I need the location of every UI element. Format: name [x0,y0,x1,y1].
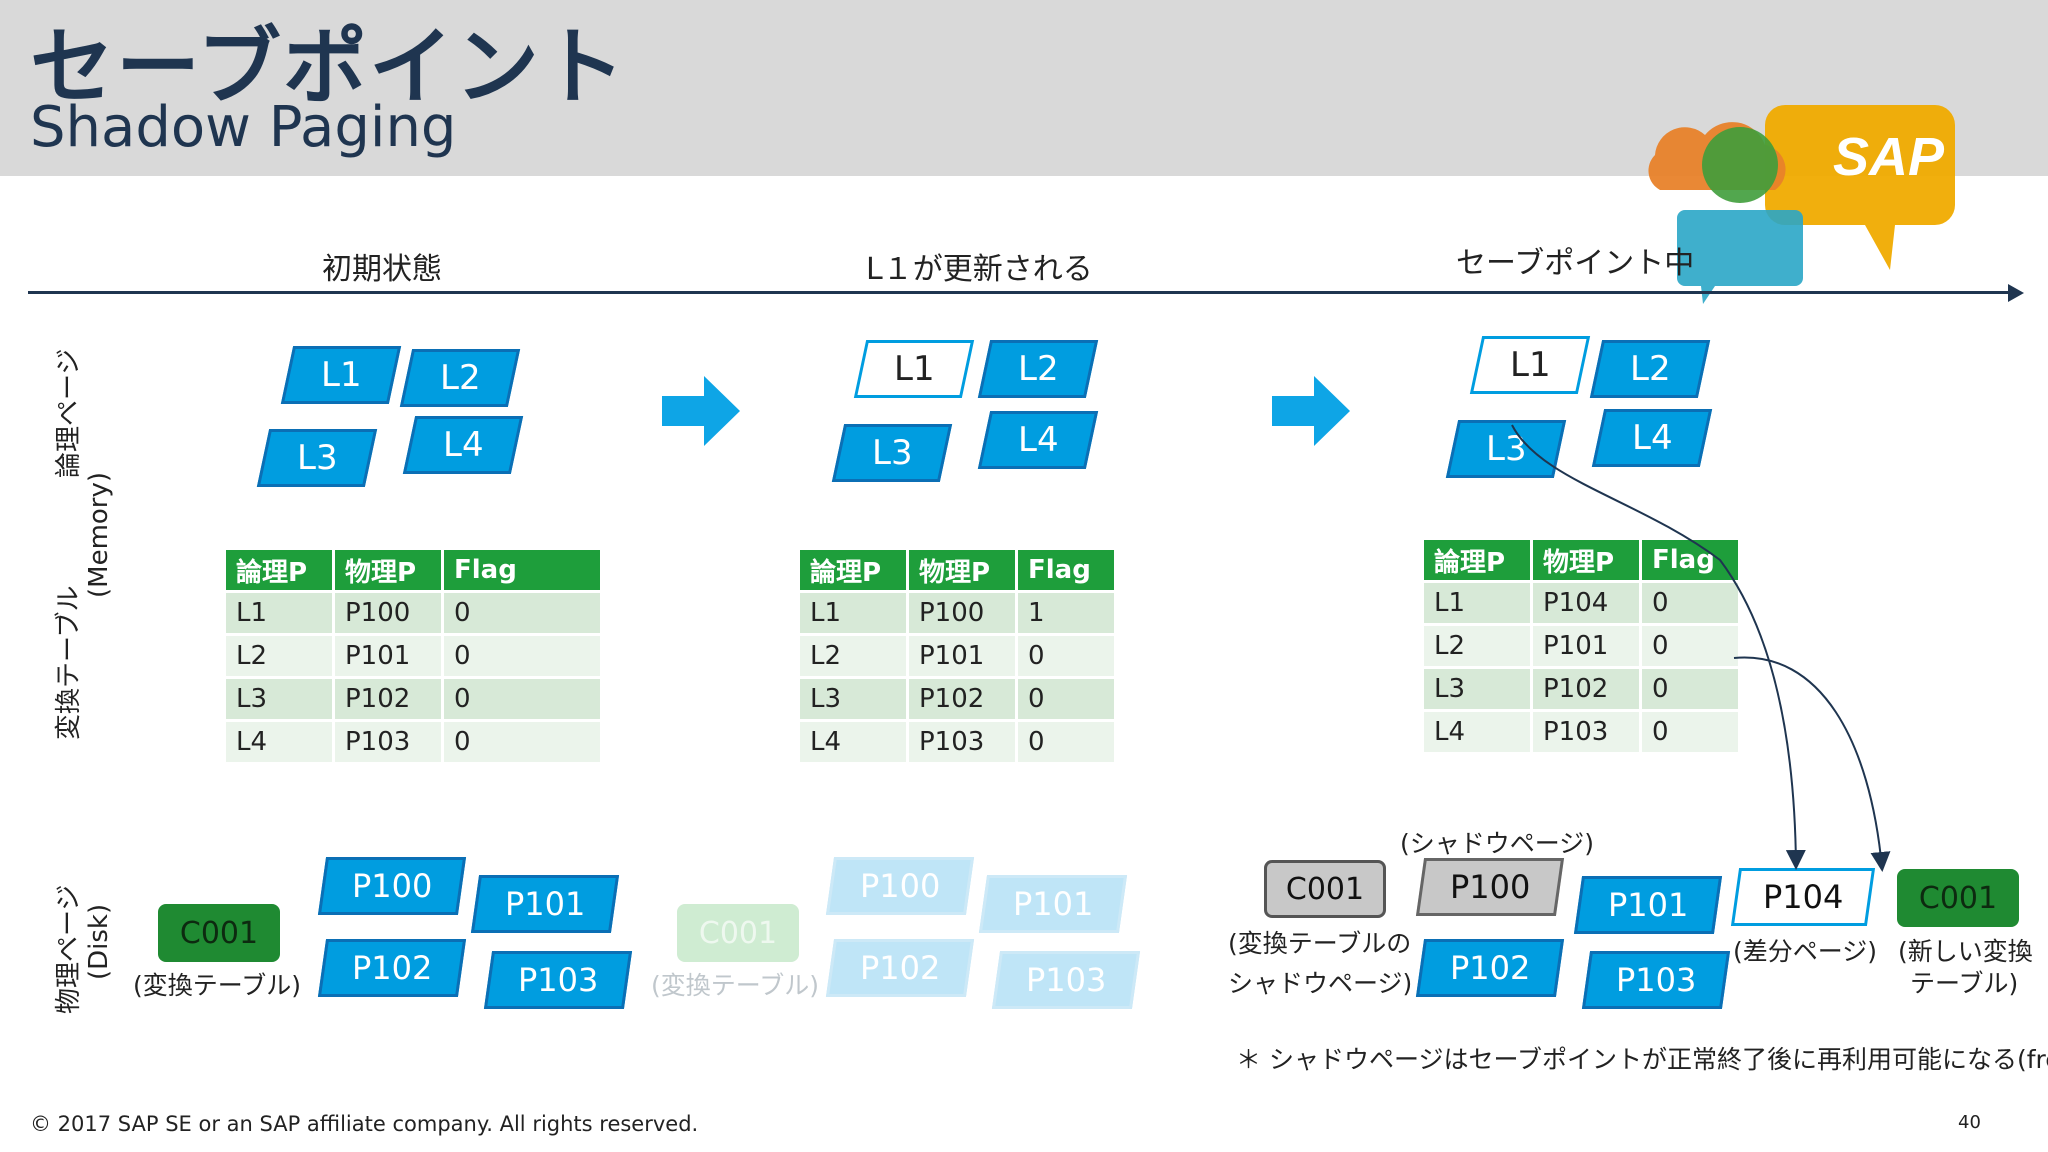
sap-logo-text: SAP [1833,127,1945,187]
stage-savepoint-label: セーブポイント中 [1456,246,1695,281]
shadow-page-caption: (シャドウページ) [1400,829,1595,858]
stage-initial-label: 初期状態 [322,252,442,287]
shadow-convert-caption-line1: (変換テーブルの [1228,929,1412,958]
timeline-line [28,291,2018,294]
diff-page-caption: (差分ページ) [1733,937,1878,966]
new-convert-caption-line2: テーブル) [1910,969,2019,998]
copyright-footer: © 2017 SAP SE or an SAP affiliate compan… [30,1112,699,1136]
shadow-convert-caption-line2: シャドウページ) [1228,969,1413,998]
connector-l1-to-p104 [1511,424,1806,870]
sap-logo: SAP [1648,105,1955,304]
page-title: セーブポイント [30,18,627,116]
convert-table-caption: (変換テーブル) [133,971,302,1000]
connector-table-to-new-convert [1733,656,1891,872]
convert-table-caption-faded: (変換テーブル) [651,971,820,1000]
page-subtitle: Shadow Paging [30,95,457,160]
shadow-page-note: ＊ シャドウページはセーブポイントが正常終了後に再利用可能になる(free) [1236,1045,2048,1074]
convert-table-block: C001 [158,904,280,962]
new-convert-table-block: C001 [1897,869,2019,927]
page-number: 40 [1958,1112,1981,1133]
new-convert-caption-line1: (新しい変換 [1898,937,2033,966]
convert-table-block-faded: C001 [677,904,799,962]
stage-update-label: L１が更新される [866,252,1093,287]
timeline-arrowhead [2008,284,2024,302]
shadow-convert-table-block: C001 [1264,860,1386,918]
stage-arrow-2 [1272,376,1350,446]
stage-arrow-1 [662,376,740,446]
